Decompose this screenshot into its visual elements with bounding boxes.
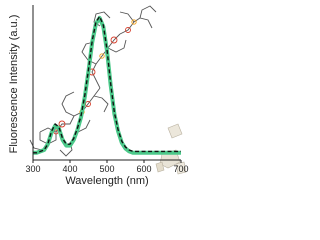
x-tick-label: 500 <box>99 164 114 174</box>
x-axis-ticks: 300 400 500 600 700 <box>25 160 189 174</box>
x-tick-label: 600 <box>136 164 151 174</box>
fluorescence-chart: 300 400 500 600 700 Wavelength (nm) Fluoresc… <box>8 5 189 187</box>
x-tick-label: 400 <box>62 164 77 174</box>
y-axis-title: Fluorescence Intensity (a.u.) <box>8 15 20 154</box>
plot-area <box>33 15 181 155</box>
x-axis-title: Wavelength (nm) <box>65 175 148 187</box>
fit-curve <box>33 15 181 155</box>
x-tick-label: 700 <box>173 164 188 174</box>
measured-curve <box>33 15 181 154</box>
x-tick-label: 300 <box>25 164 40 174</box>
